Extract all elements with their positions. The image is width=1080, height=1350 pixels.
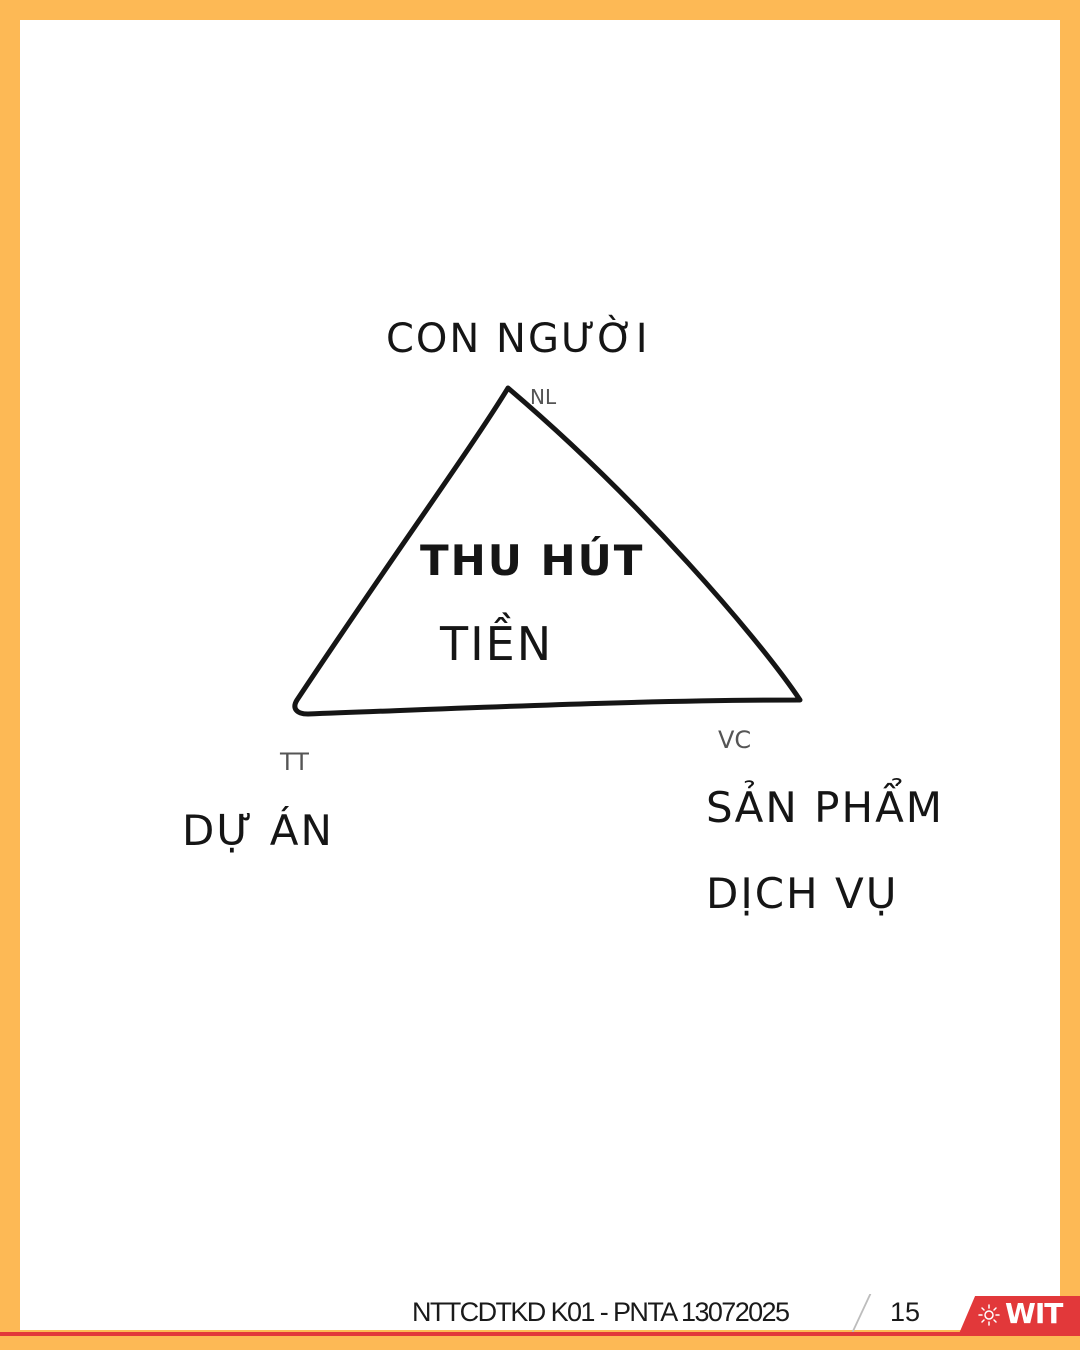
logo-text: WIT [1005, 1297, 1063, 1330]
top-tag: NL [530, 385, 557, 409]
bottom-accent-stripe [0, 1332, 1080, 1336]
center-text-line2: TIỀN [439, 612, 553, 671]
left-tag: TT [279, 748, 309, 776]
logo-badge [958, 1296, 1080, 1336]
right-label-line2: DỊCH VỤ [706, 869, 898, 918]
sun-icon [978, 1304, 1000, 1326]
triangle-outline [292, 385, 803, 717]
right-tag: VC [718, 726, 751, 754]
top-label: CON NGƯỜI [386, 314, 650, 362]
slide-canvas [20, 20, 1060, 1330]
footer-text: NTTCDTKD K01 - PNTA 13072025 [412, 1297, 790, 1327]
page-number: 15 [890, 1297, 921, 1327]
center-text-line1: THU HÚT [420, 535, 644, 585]
left-label: DỰ ÁN [182, 805, 334, 855]
right-label-line1: SẢN PHẨM [706, 777, 944, 832]
